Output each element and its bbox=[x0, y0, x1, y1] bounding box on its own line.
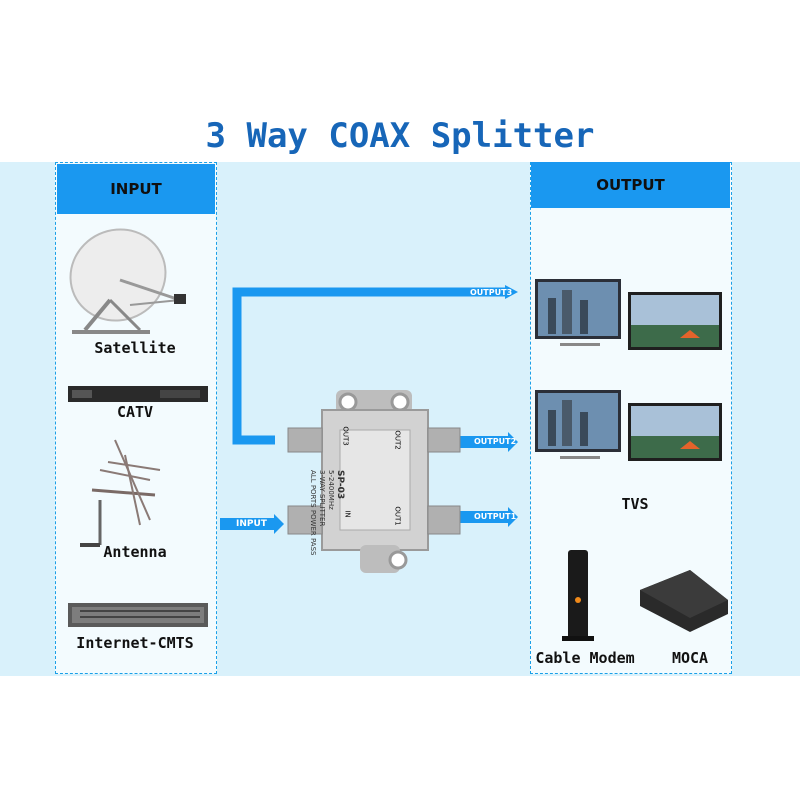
splitter-port-out2: OUT2 bbox=[393, 430, 402, 450]
tv-icon bbox=[628, 292, 722, 350]
input-label-satellite: Satellite bbox=[94, 339, 176, 357]
diagram-title: 3 Way COAX Splitter bbox=[205, 116, 595, 156]
splitter-port-in: IN bbox=[343, 510, 352, 518]
output-header: OUTPUT bbox=[531, 162, 730, 208]
output-label-cable-modem: Cable Modem bbox=[535, 649, 635, 667]
output-label-moca: MOCA bbox=[671, 649, 709, 667]
output3-arrow bbox=[232, 285, 518, 445]
splitter-label: SP-03 5-2400MHz 3-WAY SPLITTER ALL PORTS… bbox=[308, 470, 345, 556]
output3-label: OUTPUT3 bbox=[470, 288, 513, 297]
cable-modem-icon bbox=[562, 550, 594, 641]
output1-arrow bbox=[460, 507, 518, 527]
input-arrow-label: INPUT bbox=[236, 519, 267, 529]
splitter-desc1: 3-WAY SPLITTER bbox=[318, 470, 326, 527]
tv-icon bbox=[535, 390, 621, 459]
output2-arrow bbox=[460, 432, 518, 452]
input-label-catv: CATV bbox=[116, 403, 154, 421]
output-label-tvs: TVS bbox=[621, 495, 649, 513]
splitter-icon bbox=[287, 390, 461, 573]
moca-adapter-icon bbox=[640, 570, 728, 632]
splitter-port-out1: OUT1 bbox=[393, 506, 402, 526]
catv-headend-icon bbox=[68, 386, 208, 402]
cmts-chassis-icon bbox=[68, 603, 208, 627]
splitter-port-out3: OUT3 bbox=[341, 426, 350, 446]
tv-icon bbox=[535, 279, 621, 346]
splitter-freq: 5-2400MHz bbox=[327, 470, 335, 510]
splitter-desc2: ALL PORTS POWER PASS bbox=[309, 470, 317, 556]
input-arrow bbox=[220, 514, 284, 534]
input-label-internet-cmts: Internet-CMTS bbox=[76, 634, 194, 652]
tv-icon bbox=[628, 403, 722, 461]
input-header: INPUT bbox=[57, 164, 215, 214]
satellite-dish-icon bbox=[69, 228, 186, 334]
antenna-icon bbox=[80, 439, 161, 547]
output2-label: OUTPUT2 bbox=[474, 437, 517, 446]
output1-label: OUTPUT1 bbox=[474, 512, 517, 521]
splitter-model: SP-03 bbox=[335, 470, 345, 500]
input-label-antenna: Antenna bbox=[103, 543, 167, 561]
